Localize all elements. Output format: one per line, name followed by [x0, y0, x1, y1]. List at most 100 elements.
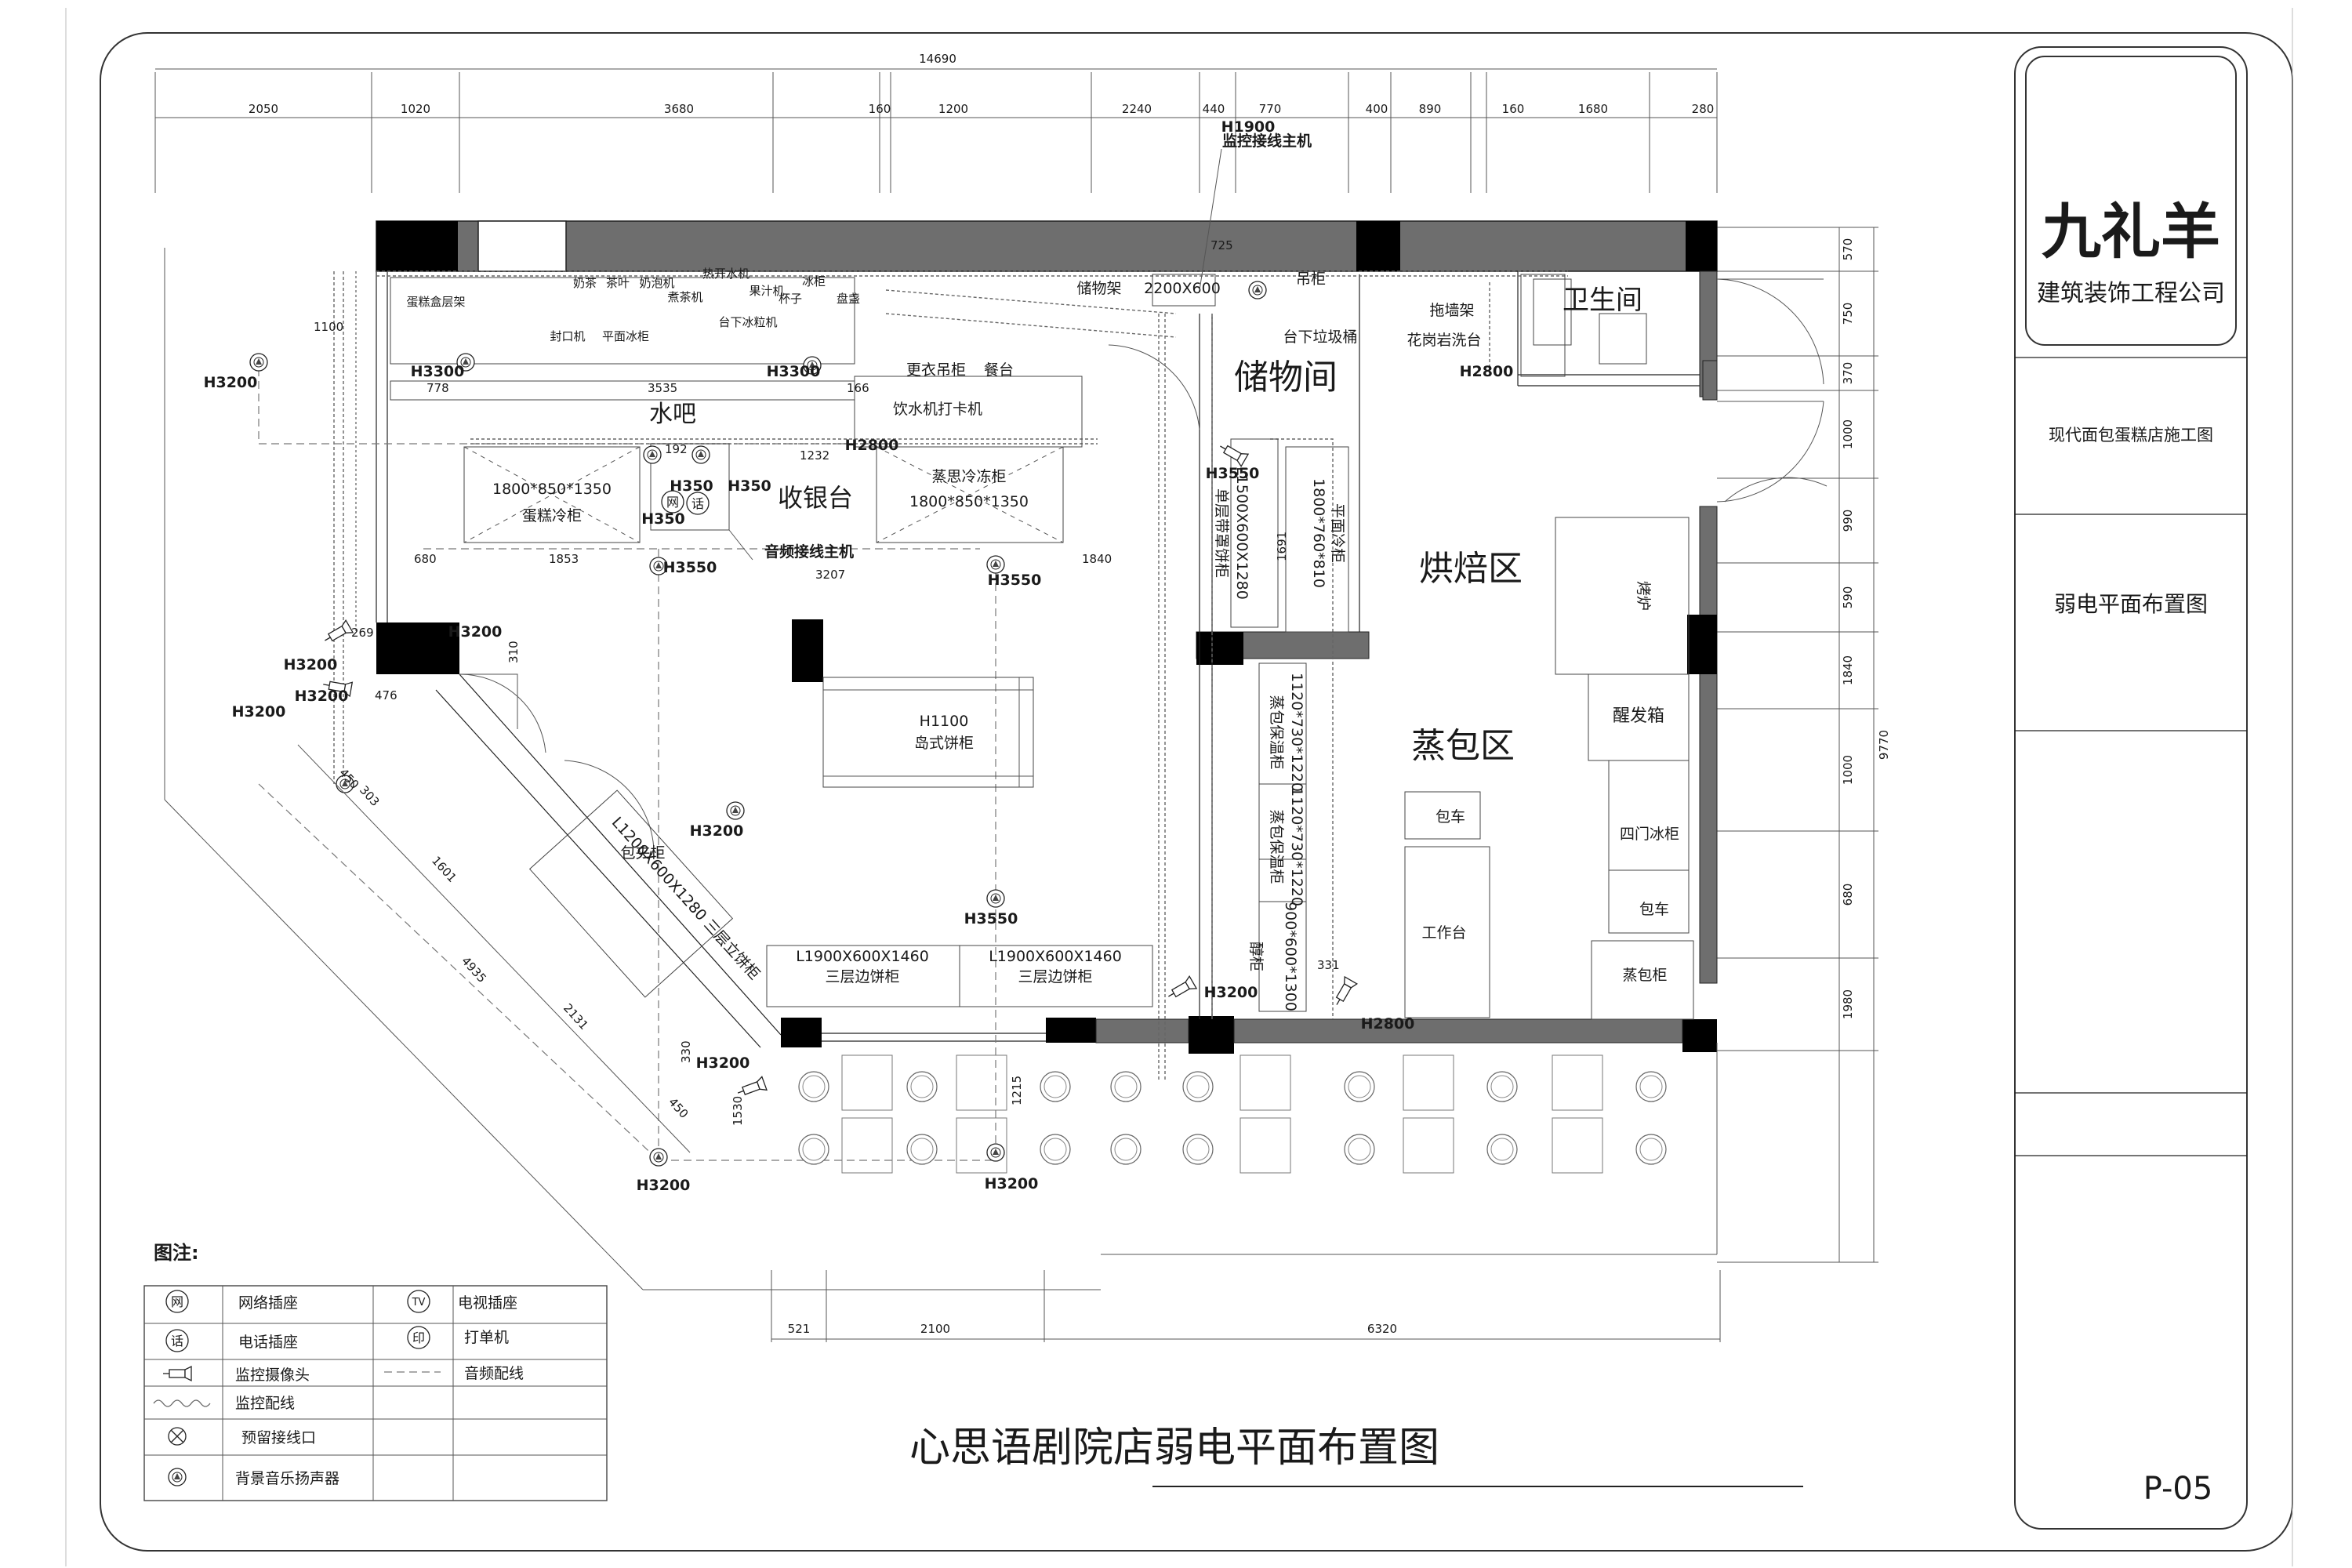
legend-phone: 电话插座	[238, 1334, 298, 1351]
outdoor-table	[841, 1117, 893, 1174]
bar-rack: 蛋糕盒层架	[406, 295, 465, 309]
room-toilet: 卫生间	[1563, 285, 1642, 316]
dim-right-1: 570	[1841, 238, 1855, 261]
ice: 冰柜	[802, 274, 826, 289]
outdoor-chair	[1486, 1134, 1518, 1165]
outdoor-chair	[906, 1134, 938, 1165]
camera-icon	[1216, 439, 1249, 467]
speaker-icon	[691, 445, 710, 464]
island-cabinet: 岛式饼柜	[914, 735, 974, 752]
dim-diag-3: 1601	[429, 854, 459, 885]
svg-text:1530: 1530	[731, 1096, 745, 1126]
svg-text:310: 310	[506, 641, 521, 663]
page-number: P-05	[2143, 1471, 2213, 1507]
height-mark: H2800	[1361, 1015, 1415, 1033]
outdoor-table	[1240, 1117, 1291, 1174]
company-logo: 九礼羊	[2042, 197, 2220, 267]
height-mark: H3200	[985, 1175, 1039, 1192]
height-mark: H350	[728, 477, 771, 495]
legend-camera-icon	[162, 1366, 192, 1381]
svg-text:网: 网	[666, 495, 679, 510]
warm-cabinet-1-size: 1120*730*1220	[1288, 673, 1305, 792]
audio-wiring	[258, 368, 996, 1161]
speaker-icon	[986, 555, 1005, 574]
room-cashier: 收银台	[778, 483, 853, 513]
svg-text:269: 269	[351, 626, 374, 640]
speaker-icon	[986, 1143, 1005, 1162]
pastry-fridge: 蒸思冷冻柜	[931, 468, 1006, 485]
plate: 盘盏	[837, 292, 860, 306]
tea-tin: 茶叶	[606, 276, 630, 290]
svg-text:476: 476	[375, 688, 397, 702]
legend-network: 网络插座	[238, 1294, 298, 1312]
dim-right-7: 1840	[1841, 655, 1855, 685]
warm-cabinet-2: 蒸包保温柜	[1268, 809, 1285, 884]
outdoor-chair	[1486, 1071, 1518, 1102]
bar-area	[390, 277, 1153, 1007]
side-cabinet-1: 三层边饼柜	[825, 968, 899, 985]
height-mark: H2800	[845, 437, 899, 454]
height-mark: H3200	[448, 623, 503, 641]
flat-fridge-bar: 平面冰柜	[602, 329, 649, 343]
vat-size: 900*600*1300	[1282, 902, 1299, 1011]
equipment-labels: 1800*850*1350 蛋糕冷柜 蒸思冷冻柜 1800*850*1350 H…	[406, 267, 1679, 1011]
island-height: H1100	[920, 713, 969, 730]
speaker-icon	[726, 801, 745, 820]
legend-audio: 音频配线	[464, 1365, 524, 1382]
dim-right-8: 1000	[1841, 755, 1855, 785]
storage-rack: 储物架	[1076, 280, 1121, 297]
dim-top-total: 14690	[919, 52, 956, 66]
svg-text:778: 778	[426, 381, 449, 395]
dim-diag-7: 450	[666, 1095, 691, 1121]
dim-right-9: 680	[1841, 884, 1855, 906]
cup: 杯子	[779, 292, 802, 306]
height-mark: H3200	[637, 1177, 691, 1194]
dim-right-3: 370	[1841, 362, 1855, 385]
svg-text:725: 725	[1210, 238, 1233, 252]
title-block	[2014, 46, 2248, 1530]
dim-top-2: 1020	[401, 102, 430, 116]
speaker-icon	[649, 1148, 668, 1167]
cctv-host-height: H1900	[1221, 118, 1276, 136]
outdoor-table	[1403, 1117, 1454, 1174]
height-mark: H350	[670, 477, 713, 495]
cart-2: 包车	[1639, 901, 1669, 918]
outdoor-table	[1552, 1054, 1603, 1111]
svg-text:网: 网	[171, 1294, 183, 1309]
network-socket: 网	[661, 490, 684, 514]
height-mark: H2800	[1460, 363, 1514, 380]
dim-bottom-3: 6320	[1367, 1322, 1397, 1336]
dim-right-6: 590	[1841, 586, 1855, 609]
audio-host-leader	[728, 529, 753, 561]
legend-symbol-printer: 印	[407, 1326, 430, 1349]
height-mark: H3200	[295, 688, 349, 705]
dim-diag-2: 303	[357, 783, 383, 809]
drawing-name: 弱电平面布置图	[2054, 591, 2208, 617]
building-walls	[164, 220, 1718, 1290]
workbench: 工作台	[1421, 924, 1466, 942]
height-mark: H3200	[204, 374, 258, 391]
dim-right-4: 1000	[1841, 419, 1855, 449]
diagonal-dimensions: 450 303 1601 4935 2131 330 450	[297, 744, 693, 1153]
legend-symbol-tv: TV	[407, 1290, 430, 1313]
oven: 烤炉	[1635, 581, 1652, 611]
room-bar: 水吧	[649, 401, 696, 428]
svg-text:1215: 1215	[1010, 1076, 1024, 1105]
svg-text:192: 192	[665, 442, 688, 456]
outdoor-table	[956, 1117, 1007, 1174]
plan-title: 心思语剧院店弱电平面布置图	[909, 1425, 1439, 1472]
undercounter: 台下冰粒机	[718, 315, 777, 329]
legend-speaker: 背景音乐扬声器	[235, 1470, 339, 1487]
height-mark: H350	[641, 510, 685, 528]
outdoor-table	[956, 1054, 1007, 1111]
company-name: 建筑装饰工程公司	[2037, 280, 2225, 307]
dining-table: 餐台	[984, 361, 1014, 379]
svg-text:TV: TV	[412, 1297, 426, 1308]
granite-sink: 花岗岩洗台	[1406, 332, 1481, 349]
locker-cabinet: 更衣吊柜	[906, 361, 966, 379]
speaker-icon	[643, 445, 662, 464]
height-mark: H3200	[284, 656, 338, 673]
hanging-cabinet: 吊柜	[1296, 270, 1326, 288]
